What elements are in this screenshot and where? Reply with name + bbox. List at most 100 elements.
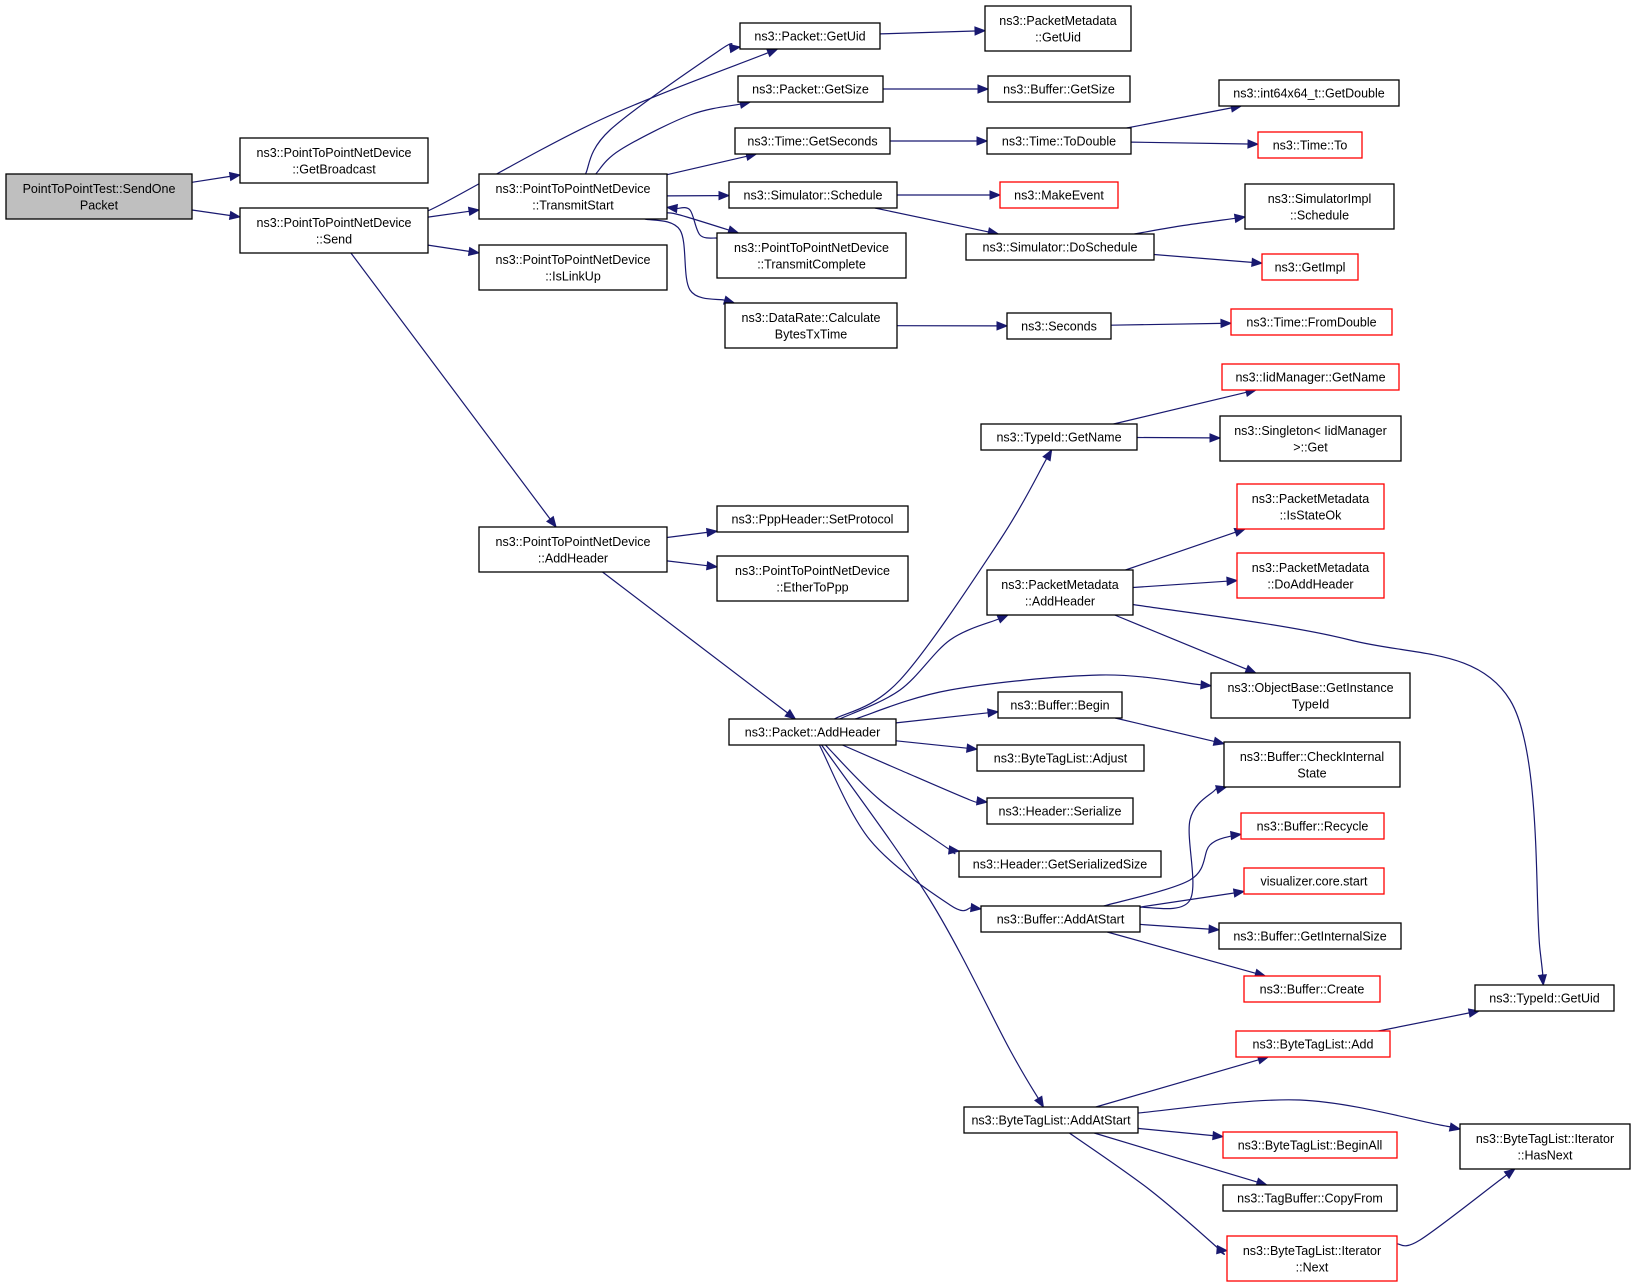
node-box-n40[interactable] [980,905,1141,933]
node-box-n44[interactable] [1235,1030,1391,1058]
node-box-n42[interactable] [1243,975,1381,1003]
node-box-n23[interactable] [716,505,909,533]
node-box-n49[interactable] [1226,1235,1398,1282]
node-n9[interactable]: ns3::Time::ToDouble [986,127,1132,155]
node-box-n17[interactable] [716,232,907,279]
node-n13[interactable]: ns3::MakeEvent [999,181,1119,209]
node-box-n18[interactable] [724,302,898,349]
node-n21[interactable]: ns3::PointToPointNetDevice::IsLinkUp [478,244,668,291]
node-box-n32[interactable] [1210,672,1411,719]
node-box-n22[interactable] [478,526,668,573]
node-n48[interactable]: ns3::TagBuffer::CopyFrom [1222,1184,1398,1212]
node-n37[interactable]: ns3::Buffer::Recycle [1240,812,1385,840]
node-n47[interactable]: ns3::ByteTagList::BeginAll [1222,1131,1398,1159]
node-n45[interactable]: ns3::ByteTagList::AddAtStart [963,1106,1139,1134]
node-n42[interactable]: ns3::Buffer::Create [1243,975,1381,1003]
node-box-n31[interactable] [1236,552,1385,599]
node-box-n33[interactable] [997,691,1123,719]
node-box-n9[interactable] [986,127,1132,155]
node-box-n12[interactable] [728,181,898,209]
node-n10[interactable]: ns3::int64x64_t::GetDouble [1218,79,1400,107]
node-box-n0[interactable] [5,173,193,220]
node-n41[interactable]: ns3::Buffer::GetInternalSize [1218,922,1402,950]
node-box-n45[interactable] [963,1106,1139,1134]
node-box-n38[interactable] [958,850,1162,878]
node-box-n8[interactable] [734,127,891,155]
node-box-n27[interactable] [1221,363,1400,391]
node-n46[interactable]: ns3::ByteTagList::Iterator::HasNext [1459,1123,1631,1170]
node-n44[interactable]: ns3::ByteTagList::Add [1235,1030,1391,1058]
node-n40[interactable]: ns3::Buffer::AddAtStart [980,905,1141,933]
node-n29[interactable]: ns3::PacketMetadata::AddHeader [986,569,1134,616]
node-n19[interactable]: ns3::Seconds [1006,312,1112,340]
node-n23[interactable]: ns3::PppHeader::SetProtocol [716,505,909,533]
node-n7[interactable]: ns3::Buffer::GetSize [987,75,1131,103]
node-box-n47[interactable] [1222,1131,1398,1159]
node-n20[interactable]: ns3::Time::FromDouble [1230,308,1393,336]
node-n3[interactable]: ns3::Packet::GetUid [739,22,881,50]
node-box-n13[interactable] [999,181,1119,209]
node-box-n43[interactable] [1474,984,1615,1012]
node-box-n10[interactable] [1218,79,1400,107]
node-n38[interactable]: ns3::Header::GetSerializedSize [958,850,1162,878]
node-n49[interactable]: ns3::ByteTagList::Iterator::Next [1226,1235,1398,1282]
node-n15[interactable]: ns3::SimulatorImpl::Schedule [1244,183,1395,230]
node-n16[interactable]: ns3::GetImpl [1261,253,1359,281]
node-box-n11[interactable] [1257,131,1363,159]
node-n4[interactable]: ns3::PacketMetadata::GetUid [984,5,1132,52]
node-n12[interactable]: ns3::Simulator::Schedule [728,181,898,209]
node-box-n26[interactable] [980,423,1138,451]
node-box-n37[interactable] [1240,812,1385,840]
node-n26[interactable]: ns3::TypeId::GetName [980,423,1138,451]
node-box-n29[interactable] [986,569,1134,616]
node-n24[interactable]: ns3::PointToPointNetDevice::EtherToPpp [716,555,909,602]
node-box-n30[interactable] [1236,483,1385,530]
node-box-n3[interactable] [739,22,881,50]
node-n31[interactable]: ns3::PacketMetadata::DoAddHeader [1236,552,1385,599]
node-n43[interactable]: ns3::TypeId::GetUid [1474,984,1615,1012]
node-n22[interactable]: ns3::PointToPointNetDevice::AddHeader [478,526,668,573]
node-n39[interactable]: visualizer.core.start [1243,867,1385,895]
node-box-n2[interactable] [239,207,429,254]
node-box-n7[interactable] [987,75,1131,103]
node-box-n41[interactable] [1218,922,1402,950]
node-n36[interactable]: ns3::Header::Serialize [986,797,1134,825]
node-n28[interactable]: ns3::Singleton< IidManager>::Get [1219,415,1402,462]
node-n33[interactable]: ns3::Buffer::Begin [997,691,1123,719]
node-box-n35[interactable] [1223,741,1401,788]
node-n6[interactable]: ns3::Packet::GetSize [737,75,884,103]
node-n25[interactable]: ns3::Packet::AddHeader [728,718,897,746]
node-box-n48[interactable] [1222,1184,1398,1212]
node-n8[interactable]: ns3::Time::GetSeconds [734,127,891,155]
node-box-n20[interactable] [1230,308,1393,336]
node-box-n19[interactable] [1006,312,1112,340]
node-n2[interactable]: ns3::PointToPointNetDevice::Send [239,207,429,254]
node-n17[interactable]: ns3::PointToPointNetDevice::TransmitComp… [716,232,907,279]
node-box-n6[interactable] [737,75,884,103]
node-n30[interactable]: ns3::PacketMetadata::IsStateOk [1236,483,1385,530]
node-box-n25[interactable] [728,718,897,746]
node-n27[interactable]: ns3::IidManager::GetName [1221,363,1400,391]
node-box-n14[interactable] [965,233,1155,261]
node-box-n16[interactable] [1261,253,1359,281]
node-box-n4[interactable] [984,5,1132,52]
node-box-n39[interactable] [1243,867,1385,895]
node-box-n24[interactable] [716,555,909,602]
node-box-n46[interactable] [1459,1123,1631,1170]
node-n5[interactable]: ns3::PointToPointNetDevice::TransmitStar… [478,173,668,220]
node-box-n1[interactable] [239,137,429,184]
node-box-n36[interactable] [986,797,1134,825]
node-box-n28[interactable] [1219,415,1402,462]
node-n11[interactable]: ns3::Time::To [1257,131,1363,159]
node-n1[interactable]: ns3::PointToPointNetDevice::GetBroadcast [239,137,429,184]
node-box-n15[interactable] [1244,183,1395,230]
node-box-n5[interactable] [478,173,668,220]
node-n34[interactable]: ns3::ByteTagList::Adjust [976,744,1145,772]
node-box-n21[interactable] [478,244,668,291]
node-n14[interactable]: ns3::Simulator::DoSchedule [965,233,1155,261]
node-box-n34[interactable] [976,744,1145,772]
